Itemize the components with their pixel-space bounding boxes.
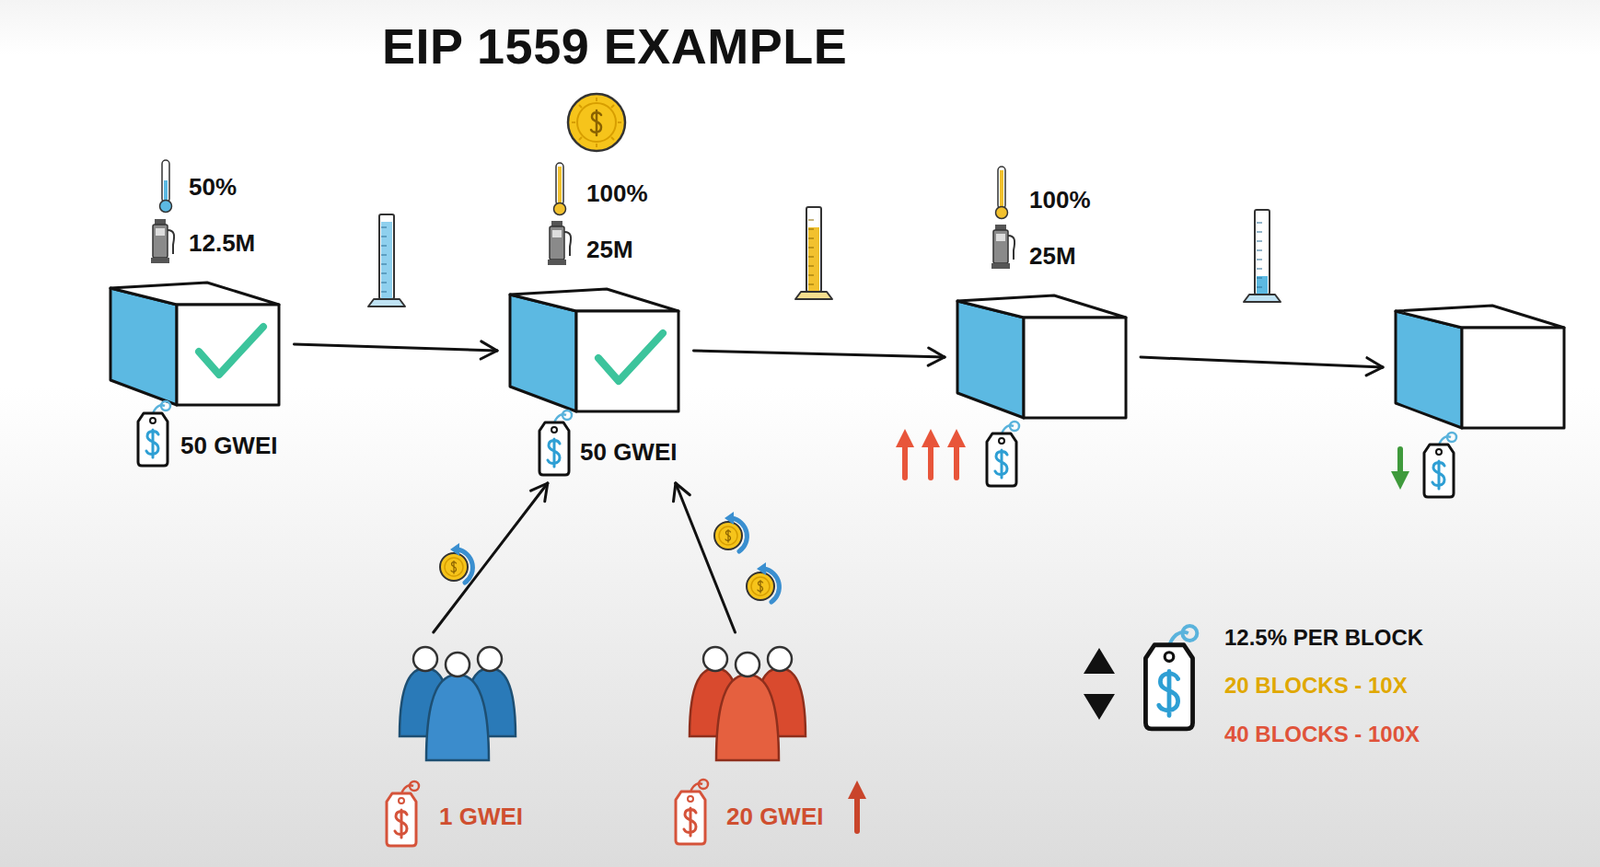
flow-arrow — [673, 483, 736, 633]
arrow-line — [675, 483, 736, 633]
increase-arrow — [847, 780, 867, 832]
price-tag-icon — [386, 781, 419, 847]
coin-icon — [568, 93, 626, 151]
legend-note: 40 BLOCKS - 100X — [1224, 720, 1420, 749]
block: 50% 12.5M 50 GWEI — [110, 153, 281, 472]
arrow-head — [928, 347, 945, 358]
flow-arrow — [293, 341, 498, 360]
thermometer-icon — [996, 166, 1009, 220]
arrow-head — [1366, 367, 1383, 376]
price-tag-icon — [1145, 626, 1197, 730]
gas-pump-icon — [991, 224, 1015, 269]
measuring-cylinder — [795, 207, 833, 300]
user-group: 1 GWEI — [384, 639, 533, 857]
arrow-line — [433, 483, 548, 633]
measuring-cylinder — [368, 214, 406, 307]
block-cube — [510, 289, 679, 412]
flow-arrow — [1140, 357, 1383, 376]
up-triangle — [1083, 648, 1115, 674]
bid-price: 1 GWEI — [439, 802, 523, 831]
block-label: 50 GWEI — [180, 431, 278, 460]
block-label: 100% — [1029, 185, 1091, 214]
down-triangle — [1083, 694, 1115, 720]
block — [1395, 176, 1566, 495]
block-label: 100% — [586, 179, 649, 208]
block-label: 25M — [586, 235, 634, 264]
coin-icon — [440, 543, 473, 583]
block-label: 50% — [188, 173, 237, 201]
block-cube — [110, 282, 279, 406]
bid-price: 20 GWEI — [726, 802, 824, 831]
arrow-head — [673, 483, 676, 502]
increase-arrows — [895, 428, 966, 478]
arrow-head — [531, 483, 548, 491]
diagram-title: EIP 1559 EXAMPLE — [382, 17, 847, 75]
price-tag-icon — [1424, 432, 1457, 498]
gas-pump-icon — [547, 220, 571, 266]
block-cube — [1395, 305, 1565, 429]
arrow-head — [927, 357, 945, 366]
block: 100% 25M 50 GWEI — [510, 160, 681, 478]
flow-arrow — [693, 347, 945, 366]
arrow-line — [293, 344, 498, 351]
block-cube — [957, 295, 1126, 418]
thermometer-icon — [160, 160, 173, 213]
arrow-head — [675, 483, 690, 496]
price-tag-icon — [986, 421, 1020, 487]
user-group: 20 GWEI — [673, 639, 835, 857]
flow-arrow — [433, 483, 548, 633]
thermometer-icon — [554, 162, 567, 216]
block-label: 25M — [1029, 242, 1077, 270]
arrow-head — [1367, 358, 1383, 368]
arrow-head — [544, 483, 548, 502]
coin-icon — [714, 511, 747, 552]
people-figure — [689, 647, 806, 761]
decrease-arrow — [1391, 449, 1410, 490]
legend-note: 20 BLOCKS - 10X — [1224, 672, 1408, 700]
coin-icon — [746, 562, 779, 603]
people-figure — [399, 647, 516, 761]
price-tag-icon — [539, 410, 572, 476]
price-tag-icon — [138, 401, 171, 466]
block-label: 12.5M — [188, 229, 256, 257]
arrow-head — [481, 341, 498, 351]
arrow-line — [693, 350, 945, 358]
arrow-head — [480, 350, 498, 360]
block: 100% 25M — [957, 166, 1128, 485]
block-label: 50 GWEI — [579, 438, 677, 466]
gas-pump-icon — [150, 219, 174, 264]
arrow-line — [1140, 357, 1383, 368]
measuring-cylinder — [1243, 209, 1281, 302]
price-tag-icon — [675, 779, 708, 845]
legend-note: 12.5% PER BLOCK — [1224, 624, 1424, 652]
